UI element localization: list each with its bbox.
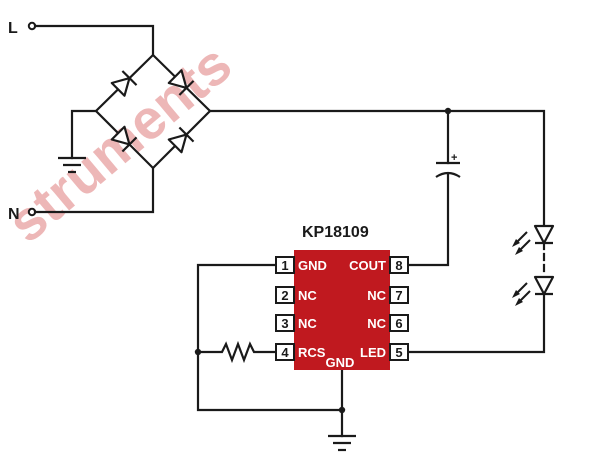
led-icon [512, 275, 555, 306]
bridge-diode-icon [110, 70, 138, 97]
pin-number: 4 [281, 345, 289, 360]
pin-number: 6 [395, 316, 402, 331]
pin-box [275, 286, 295, 304]
pin-number: 5 [395, 345, 402, 360]
chip-bottom-gnd-label: GND [326, 355, 355, 370]
wire-positive-rail [208, 109, 546, 226]
chip-name: KP18109 [302, 224, 369, 241]
wire-n [33, 166, 155, 214]
pin-number: 1 [281, 258, 288, 273]
wire-capacitor-cout [405, 172, 450, 267]
pin-box [275, 343, 295, 361]
pin-label: LED [360, 345, 386, 360]
wire-rcs-resistor [196, 340, 278, 364]
bridge-diode-icon [110, 125, 138, 153]
pin-number: 2 [281, 288, 288, 303]
wire-gnd-loop [196, 263, 344, 412]
pin-number: 7 [395, 288, 402, 303]
terminal-n-label: N [8, 206, 20, 223]
led-icon [512, 224, 555, 255]
pin-number: 8 [395, 258, 402, 273]
pin-box [275, 256, 295, 274]
ground-icon [328, 434, 356, 452]
ground-icon [58, 156, 86, 174]
terminal-l-label: L [8, 20, 18, 37]
pin-label: COUT [349, 258, 386, 273]
pin-label: NC [298, 288, 317, 303]
chip-body [294, 250, 390, 370]
bridge-rectifier [94, 53, 212, 170]
pin-label: NC [367, 288, 386, 303]
junction-dot [338, 406, 346, 414]
wire-bridge-ground [70, 109, 98, 160]
bridge-diode-icon [167, 126, 195, 154]
pin-label: NC [367, 316, 386, 331]
bridge-diode-icon [167, 69, 195, 96]
pin-box [389, 286, 409, 304]
pin-box [389, 314, 409, 332]
pin-label: NC [298, 316, 317, 331]
pin-label: GND [298, 258, 327, 273]
capacitor-polarity-label: + [451, 152, 457, 164]
pin-box [275, 314, 295, 332]
wire-l [33, 24, 155, 57]
pin-label: RCS [298, 345, 326, 360]
wire-led-return [405, 292, 546, 354]
pin-box [389, 256, 409, 274]
pin-box [389, 343, 409, 361]
pin-number: 3 [281, 316, 288, 331]
